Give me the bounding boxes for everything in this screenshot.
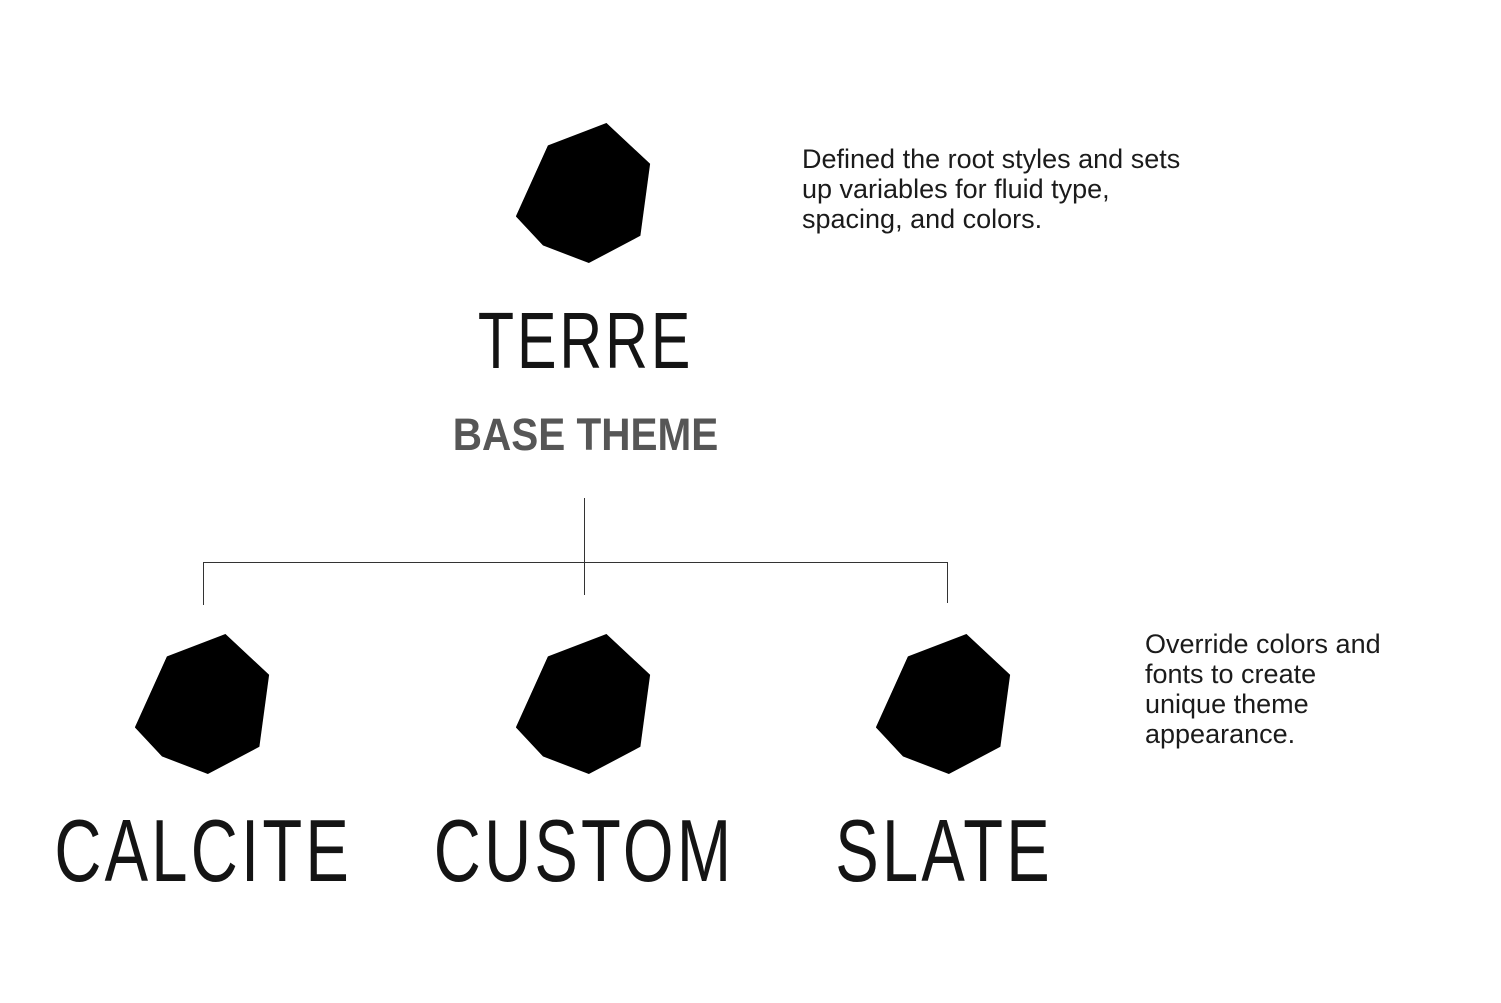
connector-drop-left [203,562,204,605]
root-theme-subtitle-text: BASE THEME [453,409,719,460]
child-theme-title-slate: SLATE [724,807,1164,895]
root-theme-title-text: TERRE [478,296,694,385]
gem-icon [515,634,651,775]
child-theme-title-calcite: CALCITE [0,807,423,895]
child-theme-title-text: CUSTOM [433,801,735,900]
connector-drop-right [947,562,948,603]
child-theme-title-text: SLATE [835,801,1053,900]
gem-icon [515,123,651,264]
gem-icon [134,634,270,775]
gem-icon [875,634,1011,775]
root-theme-subtitle: BASE THEME [386,412,786,457]
child-theme-title-custom: CUSTOM [364,807,804,895]
root-theme-title: TERRE [386,301,786,381]
connector-horizontal [203,562,948,563]
root-description: Defined the root styles and sets up vari… [802,144,1181,234]
child-theme-title-text: CALCITE [54,801,352,900]
children-description: Override colors and fonts to create uniq… [1145,629,1381,749]
connector-trunk [584,498,585,595]
